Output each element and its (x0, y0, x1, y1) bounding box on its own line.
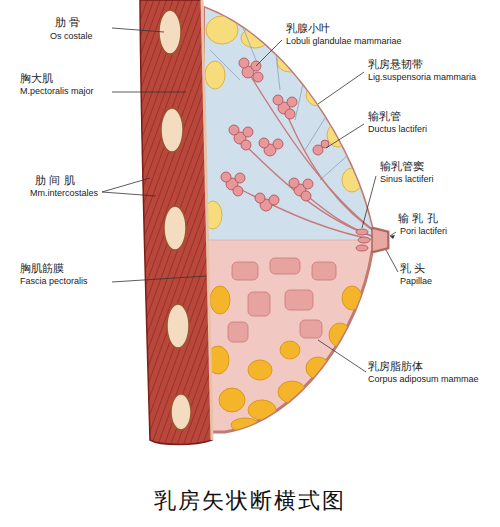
part-name: 乳腺小叶 (286, 22, 330, 35)
part-name: 输 乳 孔 (398, 212, 438, 225)
part-name: 输乳管窦 (380, 160, 424, 173)
latin-name: Pori lactiferi (400, 226, 447, 237)
latin-name: M.pectoralis major (20, 86, 94, 97)
latin-name: Lobuli glandulae mammariae (286, 36, 402, 47)
latin-name: Fascia pectoralis (20, 276, 88, 287)
part-name: 胸肌筋膜 (20, 262, 64, 275)
latin-name: Papillae (400, 276, 432, 287)
part-name: 肋 骨 (55, 16, 81, 29)
latin-name: Corpus adiposum mammae (368, 374, 479, 385)
latin-name: Ductus lactiferi (368, 124, 427, 135)
part-name: 输乳管 (368, 110, 401, 123)
part-name: 肋 间 肌 (35, 174, 75, 187)
caption: 乳房矢状断横式图 (154, 488, 346, 514)
latin-name: Sinus lactiferi (380, 174, 434, 185)
part-name: 胸大肌 (20, 72, 53, 85)
part-name: 乳 头 (400, 262, 426, 275)
part-name: 乳房脂肪体 (368, 360, 423, 373)
latin-name: Os costale (50, 31, 93, 42)
latin-name: Mm.intercostales (30, 188, 98, 199)
part-name: 乳房悬韧带 (368, 58, 423, 71)
latin-name: Lig.suspensoria mammaria (368, 72, 476, 83)
